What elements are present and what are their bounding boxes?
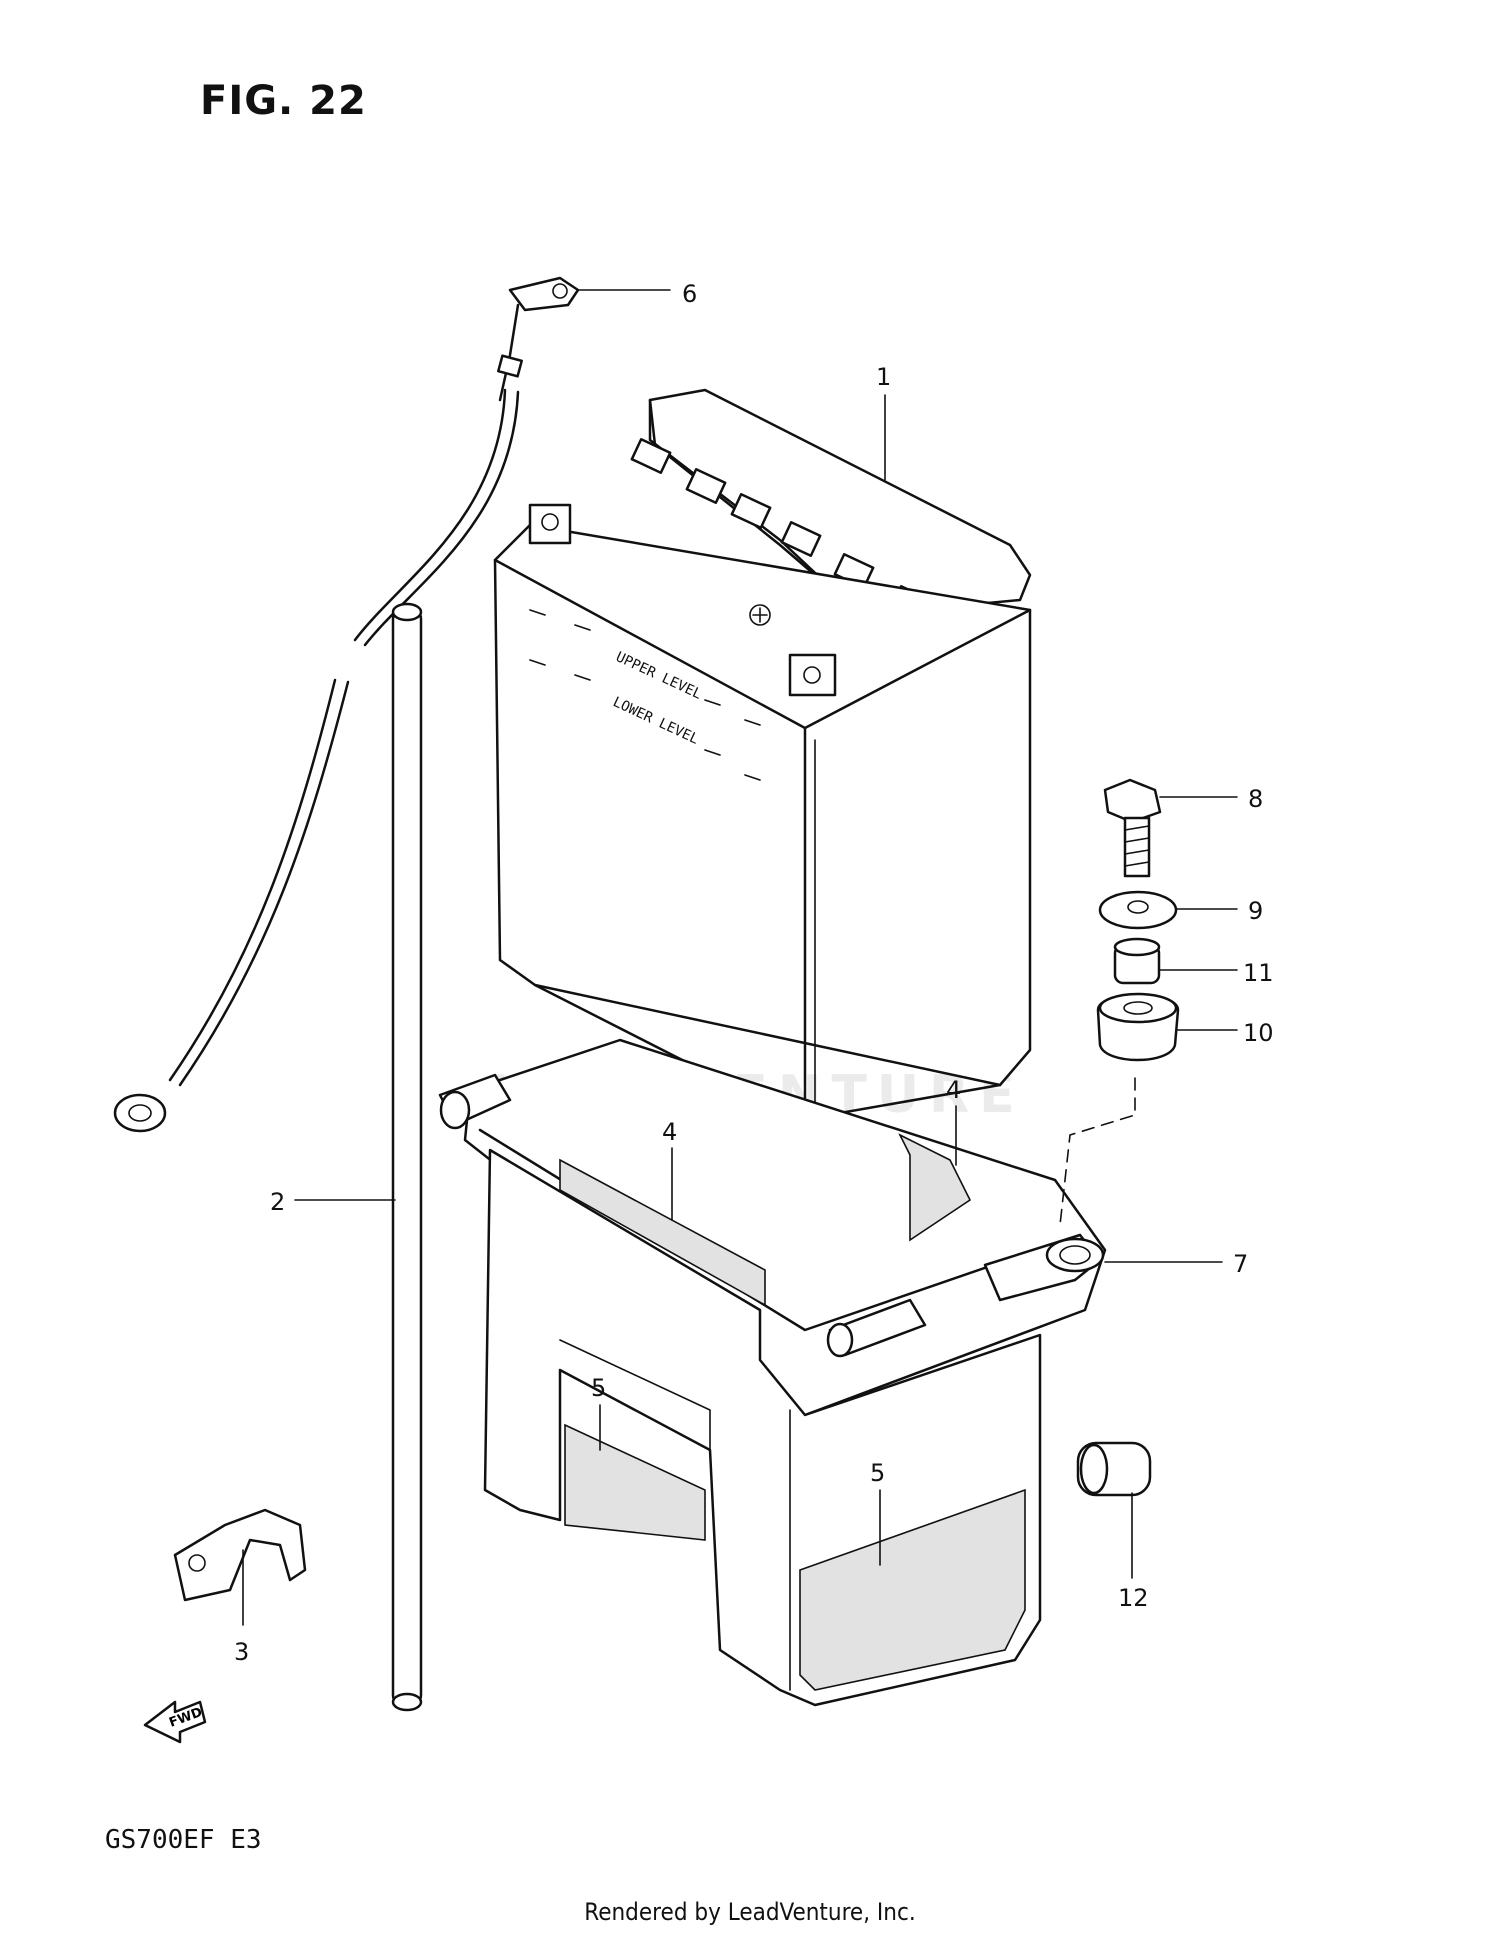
grommet bbox=[1096, 992, 1180, 1062]
callout-5-left: 5 bbox=[591, 1374, 606, 1402]
callouts: 6 1 8 9 11 10 4 4 2 7 5 5 3 12 bbox=[234, 280, 1274, 1666]
callout-8: 8 bbox=[1248, 785, 1263, 813]
model-code: GS700EF E3 bbox=[105, 1825, 262, 1855]
callout-2: 2 bbox=[270, 1188, 285, 1216]
callout-7: 7 bbox=[1233, 1250, 1248, 1278]
battery-vent-caps bbox=[630, 438, 932, 621]
battery-case bbox=[438, 1038, 1107, 1707]
battery: UPPER LEVEL LOWER LEVEL bbox=[493, 388, 1032, 1122]
callout-3: 3 bbox=[234, 1638, 249, 1666]
footer-credit: Rendered by LeadVenture, Inc. bbox=[584, 1898, 916, 1926]
callout-4-left: 4 bbox=[662, 1118, 677, 1146]
battery-cable bbox=[113, 276, 580, 1133]
callout-1: 1 bbox=[876, 363, 891, 391]
pad-4-left bbox=[559, 1158, 766, 1307]
callout-11: 11 bbox=[1243, 959, 1274, 987]
pad-5-left bbox=[564, 1423, 706, 1541]
spacer bbox=[1076, 1441, 1152, 1497]
callout-9: 9 bbox=[1248, 897, 1263, 925]
breather-hose bbox=[391, 602, 423, 1712]
callout-6: 6 bbox=[682, 280, 697, 308]
callout-4-right: 4 bbox=[946, 1076, 961, 1104]
callout-5-right: 5 bbox=[870, 1459, 885, 1487]
figure-title: FIG. 22 bbox=[200, 78, 367, 124]
callout-10: 10 bbox=[1243, 1019, 1274, 1047]
assembly-dash-line bbox=[1059, 1077, 1136, 1226]
fwd-arrow-icon: FWD bbox=[143, 1700, 207, 1744]
bolt bbox=[1103, 778, 1162, 878]
washer bbox=[1098, 890, 1178, 930]
battery-terminals bbox=[528, 503, 837, 697]
callout-12: 12 bbox=[1118, 1584, 1149, 1612]
collar bbox=[1113, 937, 1161, 985]
pad-5-right bbox=[799, 1488, 1026, 1691]
pad-4-right bbox=[898, 1133, 972, 1242]
clamp bbox=[173, 1508, 307, 1602]
